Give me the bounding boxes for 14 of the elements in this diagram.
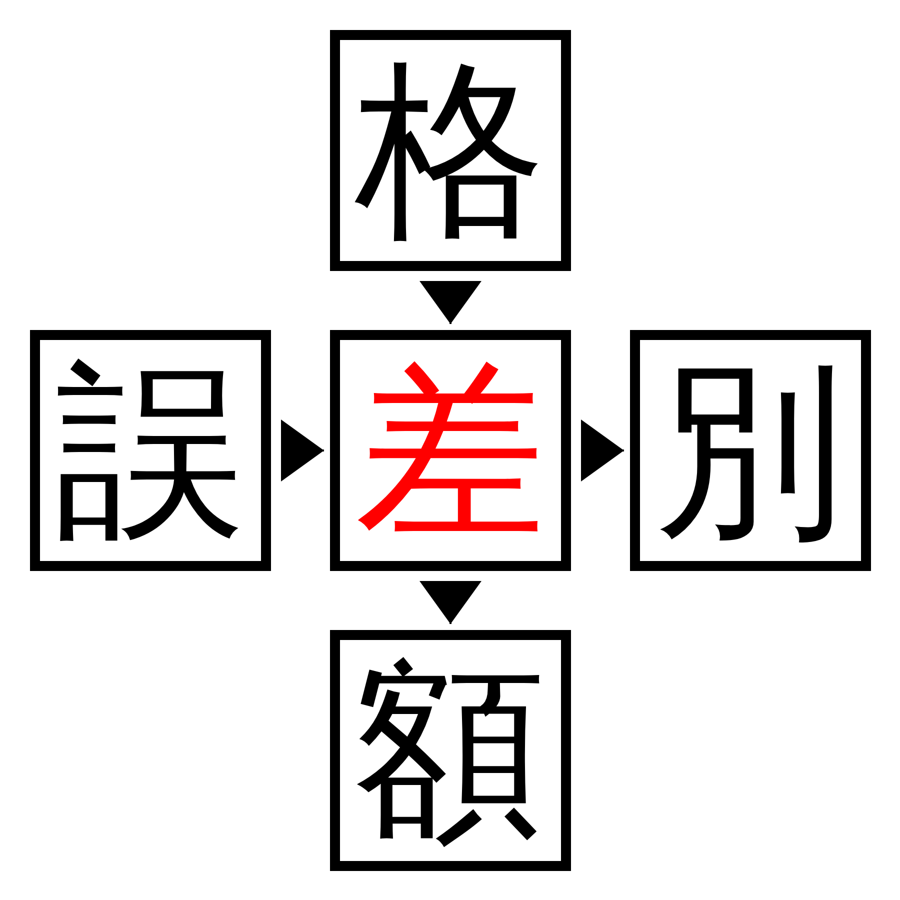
- arrow-head: [420, 581, 482, 624]
- character-box: [330, 330, 571, 571]
- arrow-head: [581, 420, 624, 482]
- kanji-character: 額: [356, 656, 546, 846]
- arrow-head: [420, 281, 482, 324]
- character-box: [630, 330, 871, 571]
- kanji-character: 誤: [56, 356, 246, 546]
- kanji-character: 別: [656, 356, 846, 546]
- character-box: [330, 30, 571, 271]
- kanji-character: 差: [356, 356, 546, 546]
- arrow-head: [281, 420, 324, 482]
- kanji-character: 格: [356, 56, 546, 246]
- character-box: [30, 330, 271, 571]
- character-box: [330, 630, 571, 871]
